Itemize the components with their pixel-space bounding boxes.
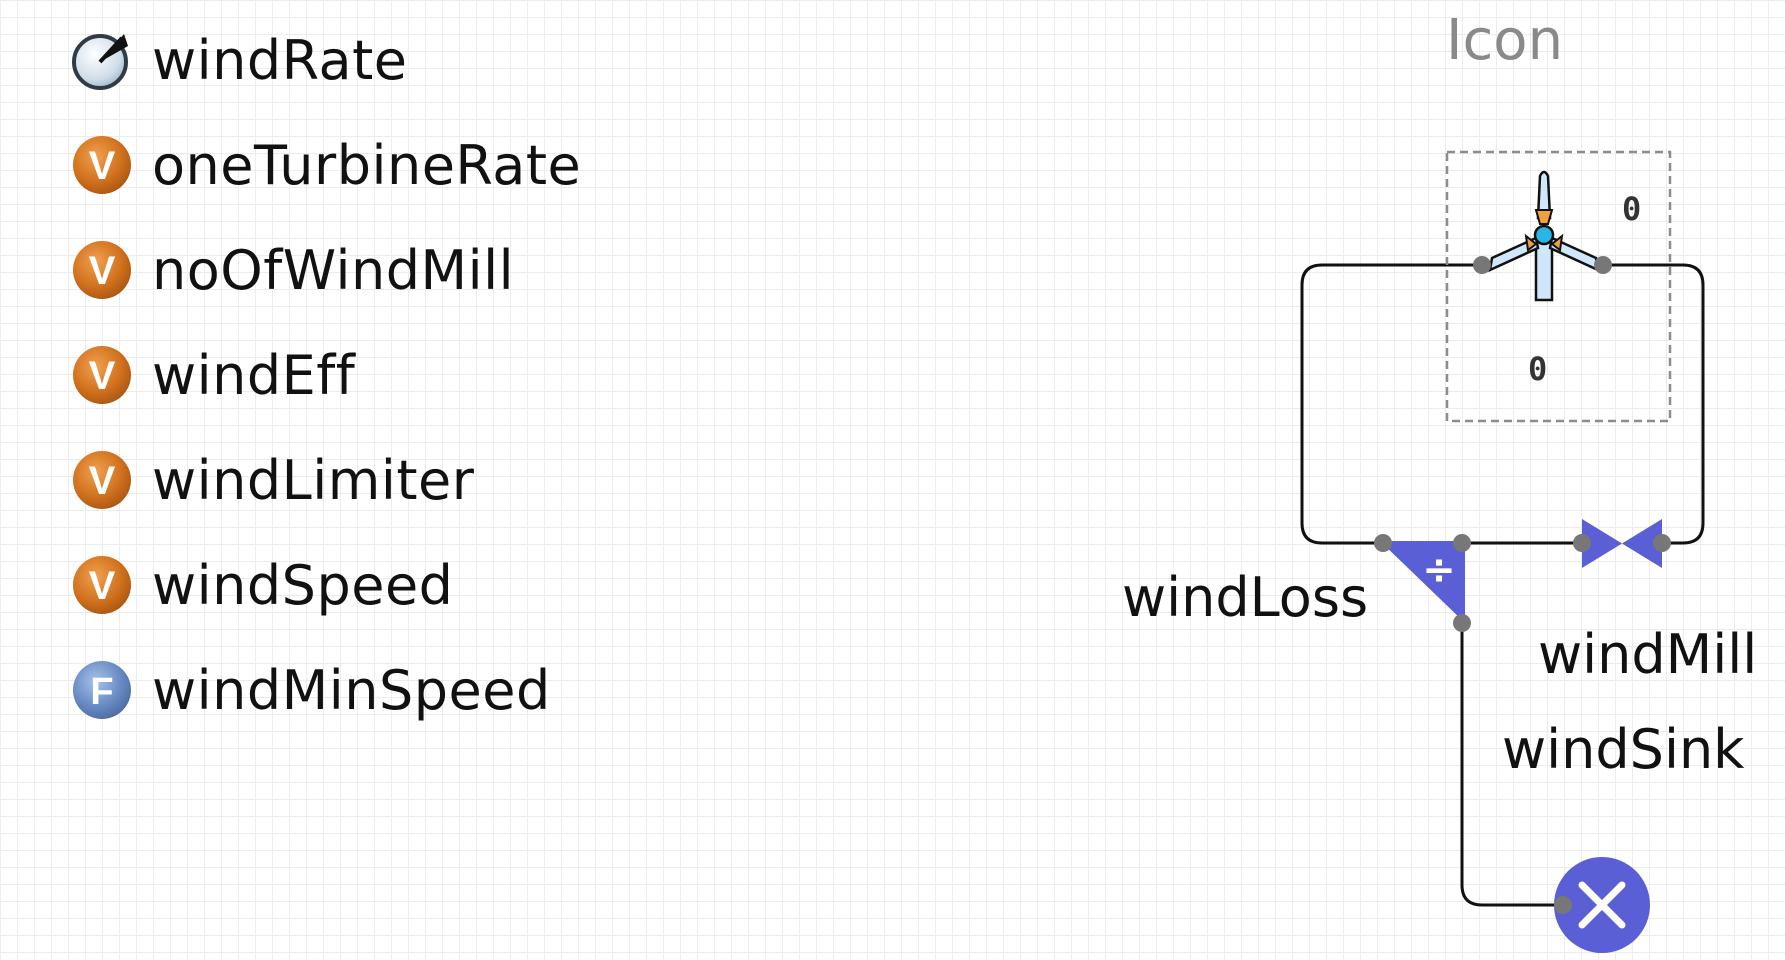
connector-icon-to-windmill[interactable] xyxy=(1603,263,1705,545)
icon-value-center: 0 xyxy=(1528,350,1548,388)
variable-v-icon: V xyxy=(73,556,131,614)
variable-item-windLimiter[interactable]: V windLimiter xyxy=(70,444,474,516)
port-icon[interactable] xyxy=(1554,896,1572,914)
port-icon[interactable] xyxy=(1653,534,1671,552)
windsink-label: windSink xyxy=(1502,718,1745,781)
variable-item-windRate[interactable]: windRate xyxy=(70,24,408,96)
wind-turbine-icon[interactable] xyxy=(1488,170,1600,302)
variable-item-windMinSpeed[interactable]: F windMinSpeed xyxy=(70,654,551,726)
svg-text:F: F xyxy=(90,671,113,713)
svg-text:V: V xyxy=(89,564,116,608)
variable-item-noOfWindMill[interactable]: V noOfWindMill xyxy=(70,234,514,306)
port-icon[interactable] xyxy=(1473,256,1491,274)
port-icon[interactable] xyxy=(1594,256,1612,274)
variable-label: oneTurbineRate xyxy=(152,133,582,197)
connector-icon-to-windloss[interactable] xyxy=(1300,263,1482,545)
svg-text:V: V xyxy=(89,144,116,188)
windmill-label: windMill xyxy=(1538,623,1758,686)
close-x-icon xyxy=(1578,881,1626,929)
variable-v-icon: V xyxy=(73,241,131,299)
windloss-block[interactable]: ÷ xyxy=(1380,541,1465,623)
icon-section-title: Icon xyxy=(1446,8,1564,73)
port-icon[interactable] xyxy=(1573,534,1591,552)
variable-label: windSpeed xyxy=(152,553,454,617)
variable-label: noOfWindMill xyxy=(152,238,515,302)
function-f-icon: F xyxy=(73,661,131,719)
windloss-label: windLoss xyxy=(1122,566,1369,629)
variable-label: windEff xyxy=(152,343,356,407)
svg-text:V: V xyxy=(89,249,116,293)
windmill-valve-block[interactable] xyxy=(1582,519,1662,568)
connector-windloss-to-windsink[interactable] xyxy=(1460,623,1563,907)
icon-frame[interactable] xyxy=(1445,150,1672,423)
variable-label: windMinSpeed xyxy=(152,658,551,722)
svg-text:V: V xyxy=(89,354,116,398)
variable-label: windRate xyxy=(152,28,408,92)
port-icon[interactable] xyxy=(1453,534,1471,552)
port-icon[interactable] xyxy=(1453,614,1471,632)
port-icon[interactable] xyxy=(1374,534,1392,552)
windsink-block[interactable] xyxy=(1554,857,1650,953)
icon-value-top: 0 xyxy=(1622,190,1642,228)
variable-v-icon: V xyxy=(73,451,131,509)
variable-item-windEff[interactable]: V windEff xyxy=(70,339,355,411)
variable-label: windLimiter xyxy=(152,448,475,512)
variable-item-oneTurbineRate[interactable]: V oneTurbineRate xyxy=(70,129,581,201)
variable-v-icon: V xyxy=(73,136,131,194)
parameter-gauge-icon xyxy=(72,34,128,90)
svg-text:V: V xyxy=(89,459,116,503)
divide-icon: ÷ xyxy=(1422,547,1456,593)
variable-item-windSpeed[interactable]: V windSpeed xyxy=(70,549,453,621)
variable-v-icon: V xyxy=(73,346,131,404)
